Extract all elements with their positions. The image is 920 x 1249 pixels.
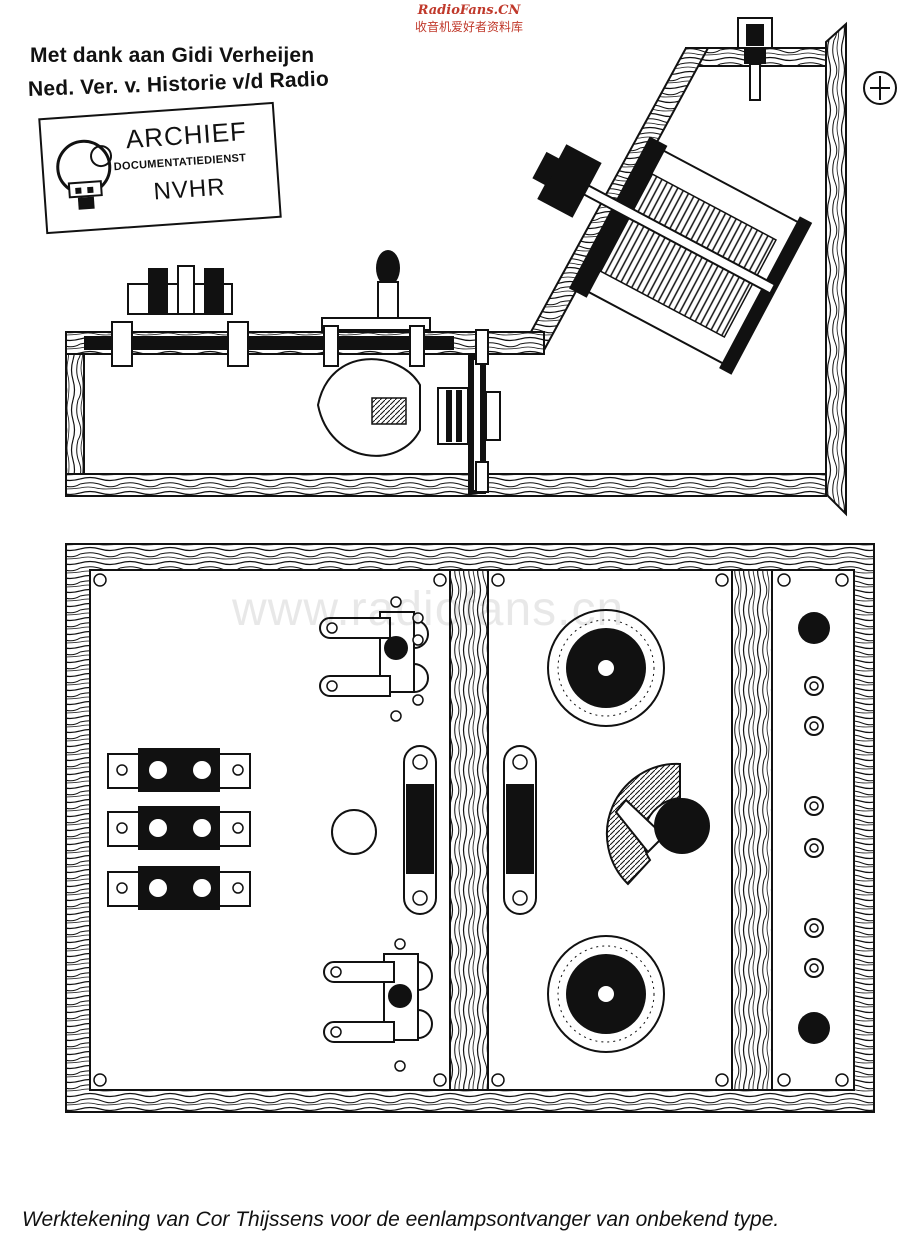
rheostat-knob: [605, 762, 710, 886]
stamp-logo-icon: [56, 139, 113, 210]
side-front-panel-black: [84, 336, 454, 350]
site-tagline: 收音机爱好者资料库: [414, 20, 523, 34]
side-view: [65, 17, 847, 517]
coupling-bar-left: [403, 745, 437, 915]
front-panel-right: [771, 569, 855, 1091]
front-divider-1: [449, 569, 489, 1091]
side-variable-capacitor: [532, 136, 813, 375]
site-header: RadioFans.CN 收音机爱好者资料库: [404, 3, 534, 35]
side-bottom-board: [65, 473, 827, 497]
front-divider-2: [731, 569, 773, 1091]
switch-bottom: [323, 938, 433, 1072]
panel-screws: [93, 573, 849, 1087]
figure-caption: Werktekening van Cor Thijssens voor de e…: [22, 1208, 780, 1231]
terminal-strip-2: [107, 806, 251, 850]
terminal-strip-3: [107, 866, 251, 910]
site-name: RadioFans.CN: [417, 3, 521, 18]
front-view: [65, 543, 875, 1113]
tuning-dial-top: [547, 609, 665, 727]
switch-top: [319, 596, 429, 722]
side-switch-knob: [321, 250, 431, 367]
terminal-strip-1: [107, 748, 251, 792]
archive-stamp: ARCHIEF DOCUMENTATIEDIENST NVHR: [38, 101, 282, 235]
side-valve: [316, 358, 501, 457]
credit-line-1: Met dank aan Gidi Verheijen: [30, 44, 315, 67]
site-watermark: www.radiofans.cn: [232, 583, 625, 636]
side-back-panel: [825, 21, 847, 517]
side-coil-holder: [111, 265, 249, 367]
corner-logo-icon: [863, 71, 897, 105]
coupling-bar-right: [503, 745, 537, 915]
valve-window: [331, 809, 377, 855]
side-left-board: [65, 353, 85, 475]
side-top-knob: [737, 17, 773, 101]
right-column-sockets: [798, 612, 830, 1044]
terminal-strips: [107, 748, 251, 910]
tuning-dial-bottom: [547, 935, 665, 1053]
